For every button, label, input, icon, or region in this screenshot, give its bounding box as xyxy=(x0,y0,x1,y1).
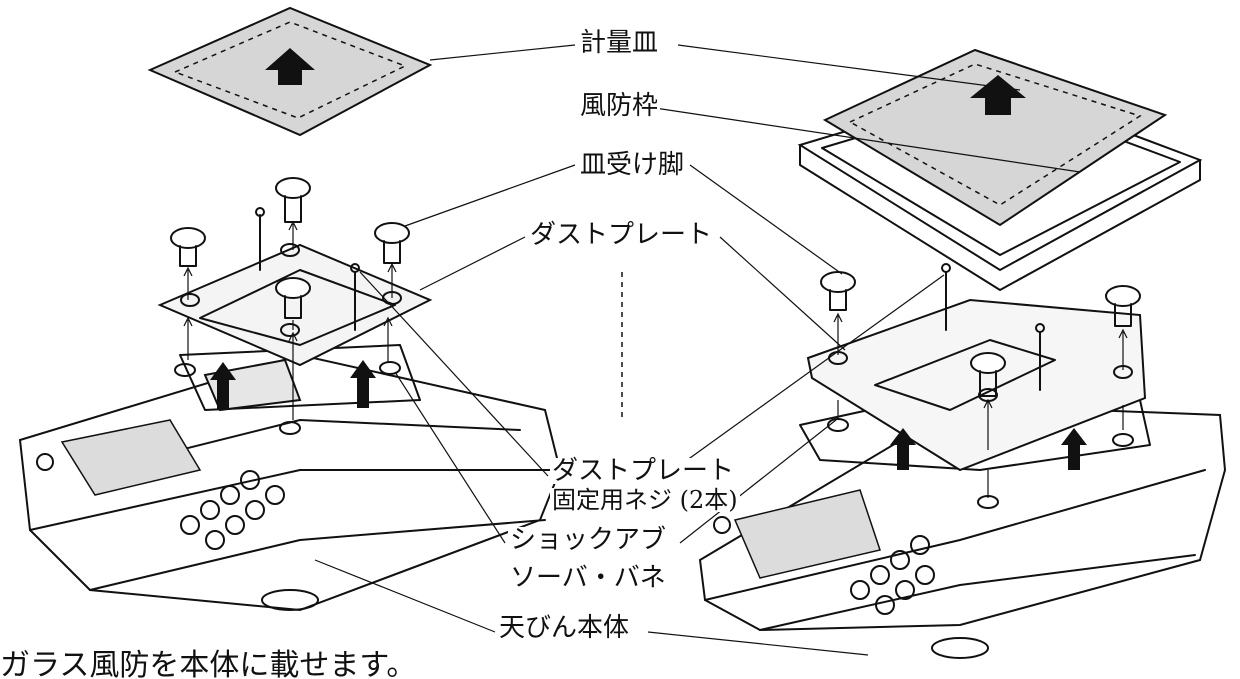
leader-dust-left xyxy=(419,236,526,291)
right-weighing-pan xyxy=(822,48,1168,227)
label-pan-support: 皿受け脚 xyxy=(578,150,687,180)
leader-shock-right xyxy=(679,419,837,544)
right-display xyxy=(733,489,881,579)
leader-shock-left xyxy=(394,371,506,544)
label-shock-absorber-2: ソーバ・バネ xyxy=(508,563,668,593)
label-balance-body: 天びん本体 xyxy=(497,613,632,643)
label-shock-absorber-1: ショックアブ xyxy=(508,525,669,555)
leader-screw-right xyxy=(664,274,945,477)
right-balance-body xyxy=(698,403,1227,659)
right-dust-plate xyxy=(806,298,1147,472)
leader-body-left xyxy=(314,559,496,633)
leader-body-right xyxy=(647,631,869,656)
leader-pan-right xyxy=(677,44,1021,91)
left-display xyxy=(60,419,202,496)
label-wind-frame: 風防枠 xyxy=(578,91,661,121)
leader-dust-right xyxy=(719,236,846,351)
leader-screw-left xyxy=(359,271,549,477)
left-power-knob xyxy=(36,453,54,471)
leader-frame xyxy=(654,107,1081,173)
right-pan-supports xyxy=(820,271,1141,397)
left-weighing-pan xyxy=(147,6,433,137)
label-dust-plate: ダストプレート xyxy=(528,220,715,250)
leader-pan-left xyxy=(429,44,576,61)
label-weighing-pan: 計量皿 xyxy=(578,28,661,58)
label-dust-plate-screw-2: 固定用ネジ (2本) xyxy=(550,486,740,514)
leader-support-right xyxy=(689,164,843,275)
label-dust-plate-screw-1: ダストプレート xyxy=(550,456,737,486)
right-power-knob xyxy=(713,516,731,534)
caption-text: ガラス風防を本体に載せます。 xyxy=(0,648,417,679)
leader-support-left xyxy=(404,164,576,227)
